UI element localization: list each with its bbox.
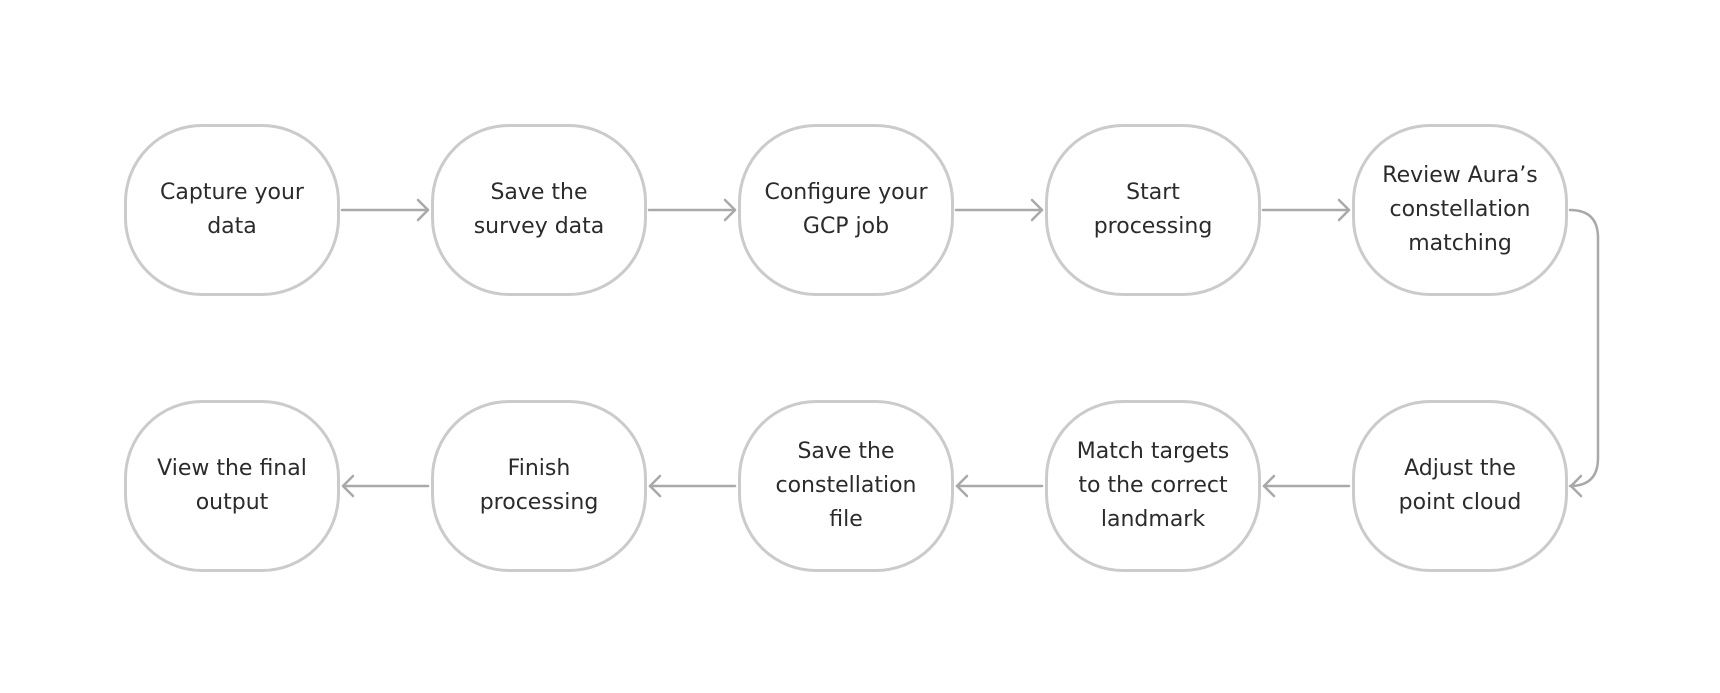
step-label: Capture your data (160, 180, 304, 239)
step-label: Finish processing (479, 456, 599, 515)
step-review-constellation-matching: Review Aura’s constellation matching (1352, 124, 1568, 296)
step-label: Start processing (1093, 180, 1213, 239)
step-label: Save the constellation file (775, 439, 917, 532)
step-adjust-point-cloud: Adjust the point cloud (1352, 400, 1568, 572)
step-label: Match targets to the correct landmark (1076, 439, 1230, 532)
step-view-final-output: View the final output (124, 400, 340, 572)
step-label: Configure your GCP job (764, 180, 928, 239)
step-label: Save the survey data (473, 180, 605, 239)
connector-4-5 (1261, 198, 1351, 222)
connector-7-8 (955, 474, 1044, 498)
connector-3-4 (954, 198, 1044, 222)
step-match-targets: Match targets to the correct landmark (1045, 400, 1261, 572)
step-save-constellation-file: Save the constellation file (738, 400, 954, 572)
connector-9-10 (341, 474, 430, 498)
step-finish-processing: Finish processing (431, 400, 647, 572)
connector-6-7 (1262, 474, 1351, 498)
connector-2-3 (647, 198, 737, 222)
step-start-processing: Start processing (1045, 124, 1261, 296)
step-label: View the final output (157, 456, 307, 515)
step-label: Adjust the point cloud (1398, 456, 1522, 515)
connector-5-6 (1568, 208, 1600, 498)
connector-1-2 (340, 198, 430, 222)
connector-8-9 (648, 474, 737, 498)
step-label: Review Aura’s constellation matching (1382, 163, 1538, 256)
step-save-survey-data: Save the survey data (431, 124, 647, 296)
step-configure-gcp-job: Configure your GCP job (738, 124, 954, 296)
step-capture-data: Capture your data (124, 124, 340, 296)
